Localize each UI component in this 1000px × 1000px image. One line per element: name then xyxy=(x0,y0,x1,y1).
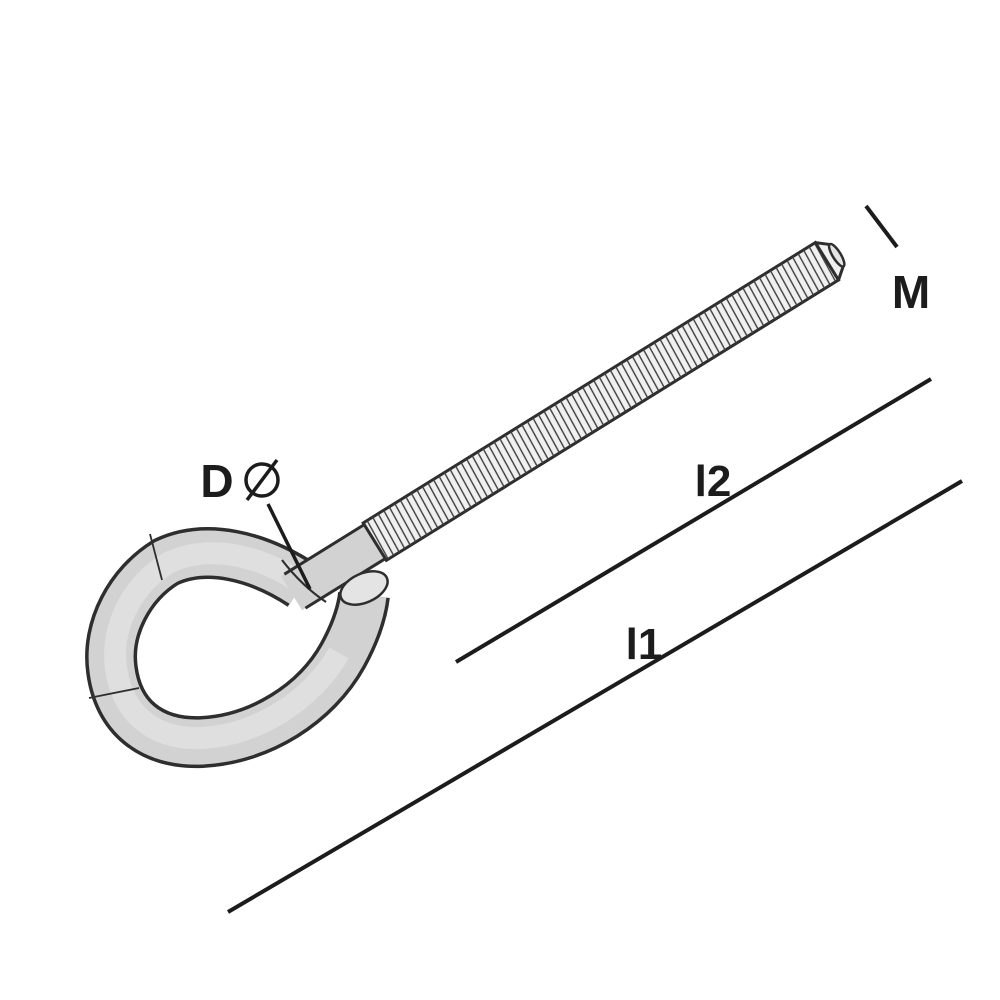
hook-highlight xyxy=(104,542,349,750)
dimension-line-l1 xyxy=(226,479,964,914)
label-total-length: l1 xyxy=(626,620,663,669)
hook-seam-bottom xyxy=(88,687,140,699)
hook-body xyxy=(85,527,390,769)
bolt-shaft xyxy=(280,240,846,611)
dimension-line-l2 xyxy=(454,377,933,664)
thread-pattern xyxy=(363,242,839,561)
shank-hook-junction xyxy=(281,559,327,603)
hook-tip-face xyxy=(339,570,389,606)
leader-line-d xyxy=(266,503,312,590)
label-eye-diameter: D xyxy=(200,455,233,507)
rod-tip-face xyxy=(827,242,846,268)
diameter-symbol-icon xyxy=(244,458,280,502)
dimension-annotations: M l2 l1 D xyxy=(200,204,964,914)
label-thread-length: l2 xyxy=(695,457,732,506)
label-thread-size: M xyxy=(892,266,930,318)
leader-line-m xyxy=(864,204,899,249)
hook-seam-top xyxy=(149,533,163,581)
